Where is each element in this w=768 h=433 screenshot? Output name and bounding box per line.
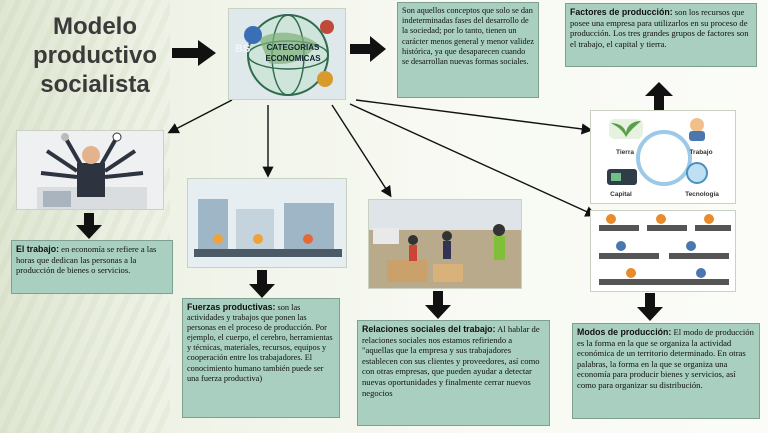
center-label-economicas: ECONOMICAS — [265, 54, 321, 63]
fuerzas-text: son las actividades y trabajos que ponen… — [187, 303, 333, 383]
center-label-bs: BS — [235, 43, 251, 55]
arrow-up-icon — [645, 82, 673, 110]
arrow-right-icon — [172, 40, 216, 66]
modos-heading: Modos de producción: — [577, 327, 672, 337]
relaciones-text: Al hablar de relaciones sociales nos est… — [362, 324, 540, 398]
relaciones-image — [368, 199, 522, 289]
arrow-right-icon — [350, 36, 386, 62]
relaciones-box: Relaciones sociales del trabajo: Al habl… — [357, 320, 550, 426]
trabajo-heading: El trabajo: — [16, 244, 60, 254]
connector-to-modos — [349, 103, 597, 217]
factores-text: son los recursos que posee una empresa p… — [570, 7, 749, 49]
production-line-illustration — [599, 214, 731, 285]
title-line-3: socialista — [40, 71, 150, 98]
trabajo-text: en economía se refiere a las horas que d… — [16, 244, 157, 276]
arrow-down-icon — [425, 291, 451, 319]
trabajo-image — [16, 130, 164, 210]
arrow-down-icon — [637, 293, 663, 321]
connector-to-trabajo — [167, 99, 233, 134]
definition-box: Son aquellos conceptos que solo se dan i… — [397, 2, 539, 98]
relaciones-heading: Relaciones sociales del trabajo: — [362, 324, 496, 334]
modos-text: El modo de producción es la forma en la … — [577, 327, 754, 390]
title-line-2: productivo — [33, 42, 157, 69]
page-title: Modelo productivo socialista — [10, 12, 180, 99]
factory-illustration — [188, 179, 346, 267]
multitasking-worker-illustration — [17, 131, 163, 209]
arrow-down-icon — [76, 213, 102, 239]
connector-to-factores — [355, 99, 593, 135]
globe-icon — [229, 9, 345, 99]
icon-label-capital: Capital — [610, 191, 632, 198]
fuerzas-heading: Fuerzas productivas: — [187, 302, 276, 312]
factores-heading: Factores de producción: — [570, 7, 673, 17]
arrow-down-icon — [249, 270, 275, 298]
modos-production-image — [590, 210, 736, 292]
title-line-1: Modelo — [53, 13, 137, 40]
icon-label-trabajo: Trabajo — [689, 149, 713, 156]
modos-box: Modos de producción: El modo de producci… — [572, 323, 760, 419]
icon-label-tecnologia: Tecnología — [685, 191, 719, 198]
fuerzas-box: Fuerzas productivas: son las actividades… — [182, 298, 340, 418]
icon-label-tierra: Tierra — [616, 149, 634, 156]
factores-box: Factores de producción: son los recursos… — [565, 3, 757, 67]
definition-text: Son aquellos conceptos que solo se dan i… — [402, 6, 534, 67]
factores-icons-image: Tierra Trabajo Capital Tecnología — [590, 110, 736, 204]
trabajo-box: El trabajo: en economía se refiere a las… — [11, 240, 173, 294]
economic-categories-image: BS CATEGORIAS ECONOMICAS — [228, 8, 346, 100]
center-label-categorias: CATEGORIAS — [266, 43, 320, 52]
connector-to-relaciones — [331, 104, 392, 198]
fuerzas-image — [187, 178, 347, 268]
factors-illustration — [607, 118, 708, 186]
market-workers-illustration — [369, 200, 521, 288]
